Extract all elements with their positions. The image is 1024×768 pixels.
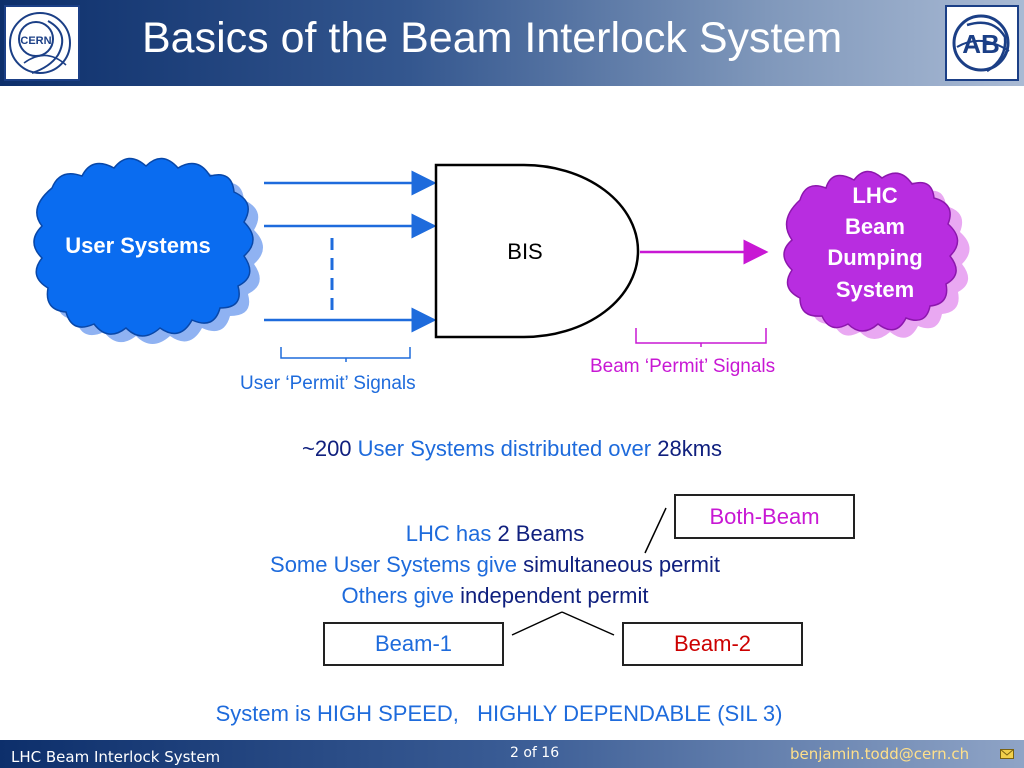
user-permit-brace	[280, 347, 411, 362]
beam-permit-brace	[635, 328, 767, 347]
summary-count: 200	[314, 436, 352, 461]
cern-logo-graphic: CERN	[9, 12, 71, 74]
beams-line-3: Others give independent permit	[0, 583, 990, 609]
beam-permit-label: Beam ‘Permit’ Signals	[590, 356, 776, 377]
cern-logo: CERN	[4, 5, 80, 81]
beam-1-connector	[511, 611, 563, 636]
beams-line-1: LHC has 2 Beams	[0, 521, 990, 547]
footer-bar	[0, 740, 1024, 768]
beams-line-3-b: independent permit	[460, 583, 649, 608]
summary-middle: User Systems distributed over	[351, 436, 658, 461]
beams-line-1-b: 2 Beams	[497, 521, 585, 546]
summary-prefix: ~	[301, 436, 315, 461]
ab-logo-text: AB	[962, 29, 1000, 59]
envelope-icon[interactable]	[1000, 749, 1014, 759]
bis-gate	[434, 163, 640, 339]
ab-logo: AB	[945, 5, 1019, 81]
beams-line-2-a: Some User Systems give	[270, 552, 524, 577]
dump-label-line-2: Beam	[845, 214, 905, 239]
beam-2-connector	[561, 611, 615, 636]
high-speed-dependable-line: System is HIGH SPEED, HIGHLY DEPENDABLE …	[215, 701, 783, 726]
user-systems-label: User Systems	[65, 233, 211, 258]
beams-line-1-a: LHC has	[405, 521, 498, 546]
beam-2-box: Beam-2	[622, 622, 803, 666]
beams-line-2-b: simultaneous permit	[523, 552, 720, 577]
envelope-flap	[1000, 749, 1014, 756]
summary-distance: 28kms	[657, 436, 723, 461]
dump-label-line-1: LHC	[852, 183, 897, 208]
page-number: 2 of 16	[510, 745, 560, 761]
title-bar	[0, 0, 1024, 86]
dump-label-line-3: Dumping	[827, 245, 922, 270]
beams-line-2: Some User Systems give simultaneous perm…	[0, 552, 990, 578]
bis-label: BIS	[507, 239, 542, 264]
dump-label-line-4: System	[836, 277, 914, 302]
bis-diagram: User Systems BIS LHC Beam Dumping System	[33, 157, 970, 362]
cern-logo-text: CERN	[20, 35, 51, 47]
author-email[interactable]: benjamin.todd@cern.ch	[790, 745, 970, 763]
beam-1-box: Beam-1	[323, 622, 504, 666]
footer-title: LHC Beam Interlock System	[11, 748, 221, 766]
dump-cloud	[783, 170, 959, 332]
both-beam-box: Both-Beam	[674, 494, 855, 539]
beams-line-3-a: Others give	[341, 583, 461, 608]
summary-line: ~200 User Systems distributed over 28kms	[0, 436, 1024, 462]
ab-logo-graphic: AB	[952, 14, 1010, 73]
user-systems-cloud	[33, 157, 254, 337]
user-permit-label: User ‘Permit’ Signals	[240, 373, 416, 394]
slide-title: Basics of the Beam Interlock System	[142, 14, 843, 62]
